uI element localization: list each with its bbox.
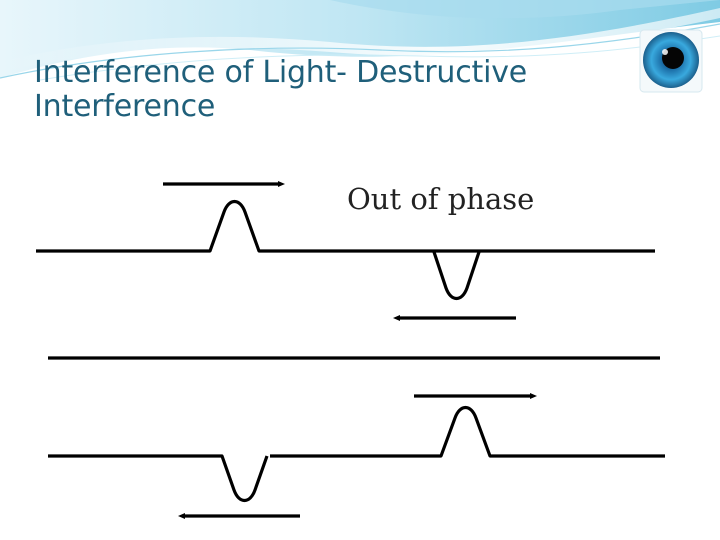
out-of-phase-caption: Out of phase xyxy=(347,182,535,216)
banner-top-curve xyxy=(330,0,720,19)
banner-swoosh-main xyxy=(0,0,720,78)
slide-title-line1: Interference of Light- Destructive xyxy=(34,55,528,90)
arrowhead-right-top xyxy=(278,181,285,187)
wave-3-crest xyxy=(270,405,665,458)
banner-swoosh-line xyxy=(0,23,720,79)
eye-icon xyxy=(639,29,703,93)
arrowhead-left-bottom xyxy=(178,513,185,519)
banner-swoosh-line2 xyxy=(39,35,720,81)
banner-swoosh-highlight xyxy=(0,8,720,72)
header-banner xyxy=(0,0,720,81)
wave-4-trough xyxy=(48,454,269,503)
arrowhead-right-lower xyxy=(530,393,537,399)
arrowhead-left-upper xyxy=(393,315,400,321)
wave-1-crest xyxy=(36,199,655,253)
slide-title: Interference of Light- Destructive Inter… xyxy=(34,56,634,124)
slide-title-line2: Interference xyxy=(34,89,216,124)
wave-2-trough xyxy=(432,251,481,301)
